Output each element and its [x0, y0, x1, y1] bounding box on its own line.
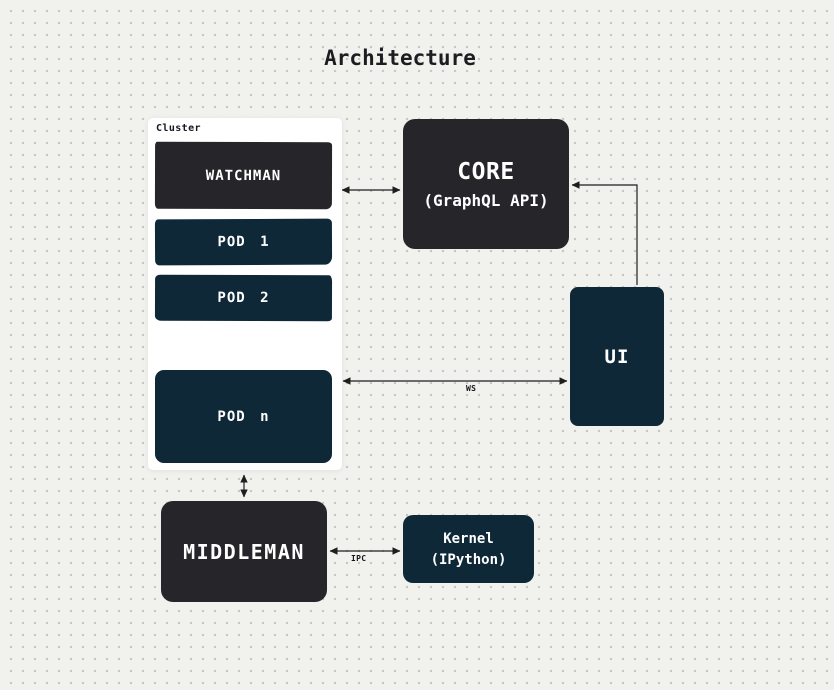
- node-pod-n-label: POD n: [217, 408, 270, 425]
- cluster-label: Cluster: [156, 123, 201, 134]
- node-pod-1-label: POD 1: [217, 233, 270, 251]
- edge-label-ws: WS: [466, 384, 477, 393]
- node-middleman[interactable]: MIDDLEMAN: [161, 501, 327, 602]
- node-kernel[interactable]: Kernel (IPython): [403, 515, 534, 583]
- node-pod-n[interactable]: POD n: [155, 370, 332, 463]
- node-watchman-label: WATCHMAN: [205, 167, 282, 184]
- node-core-title: CORE: [457, 158, 515, 185]
- node-core-subtitle: (GraphQL API): [423, 190, 549, 210]
- node-pod-2-label: POD 2: [217, 289, 270, 307]
- diagram-title: Architecture: [324, 46, 476, 70]
- node-kernel-title: Kernel: [443, 530, 494, 547]
- node-pod-1[interactable]: POD 1: [154, 218, 333, 266]
- node-ui[interactable]: UI: [570, 287, 664, 426]
- node-pod-2[interactable]: POD 2: [154, 274, 333, 322]
- node-middleman-label: MIDDLEMAN: [183, 539, 305, 564]
- node-watchman[interactable]: WATCHMAN: [154, 141, 333, 210]
- cluster-container[interactable]: Cluster WATCHMAN POD 1 POD 2 POD n: [148, 118, 342, 470]
- node-ui-label: UI: [604, 345, 630, 368]
- edge-label-ipc: IPC: [351, 554, 367, 563]
- node-kernel-subtitle: (IPython): [430, 551, 507, 568]
- edge-ui-core[interactable]: [571, 181, 638, 285]
- node-core[interactable]: CORE (GraphQL API): [403, 119, 569, 249]
